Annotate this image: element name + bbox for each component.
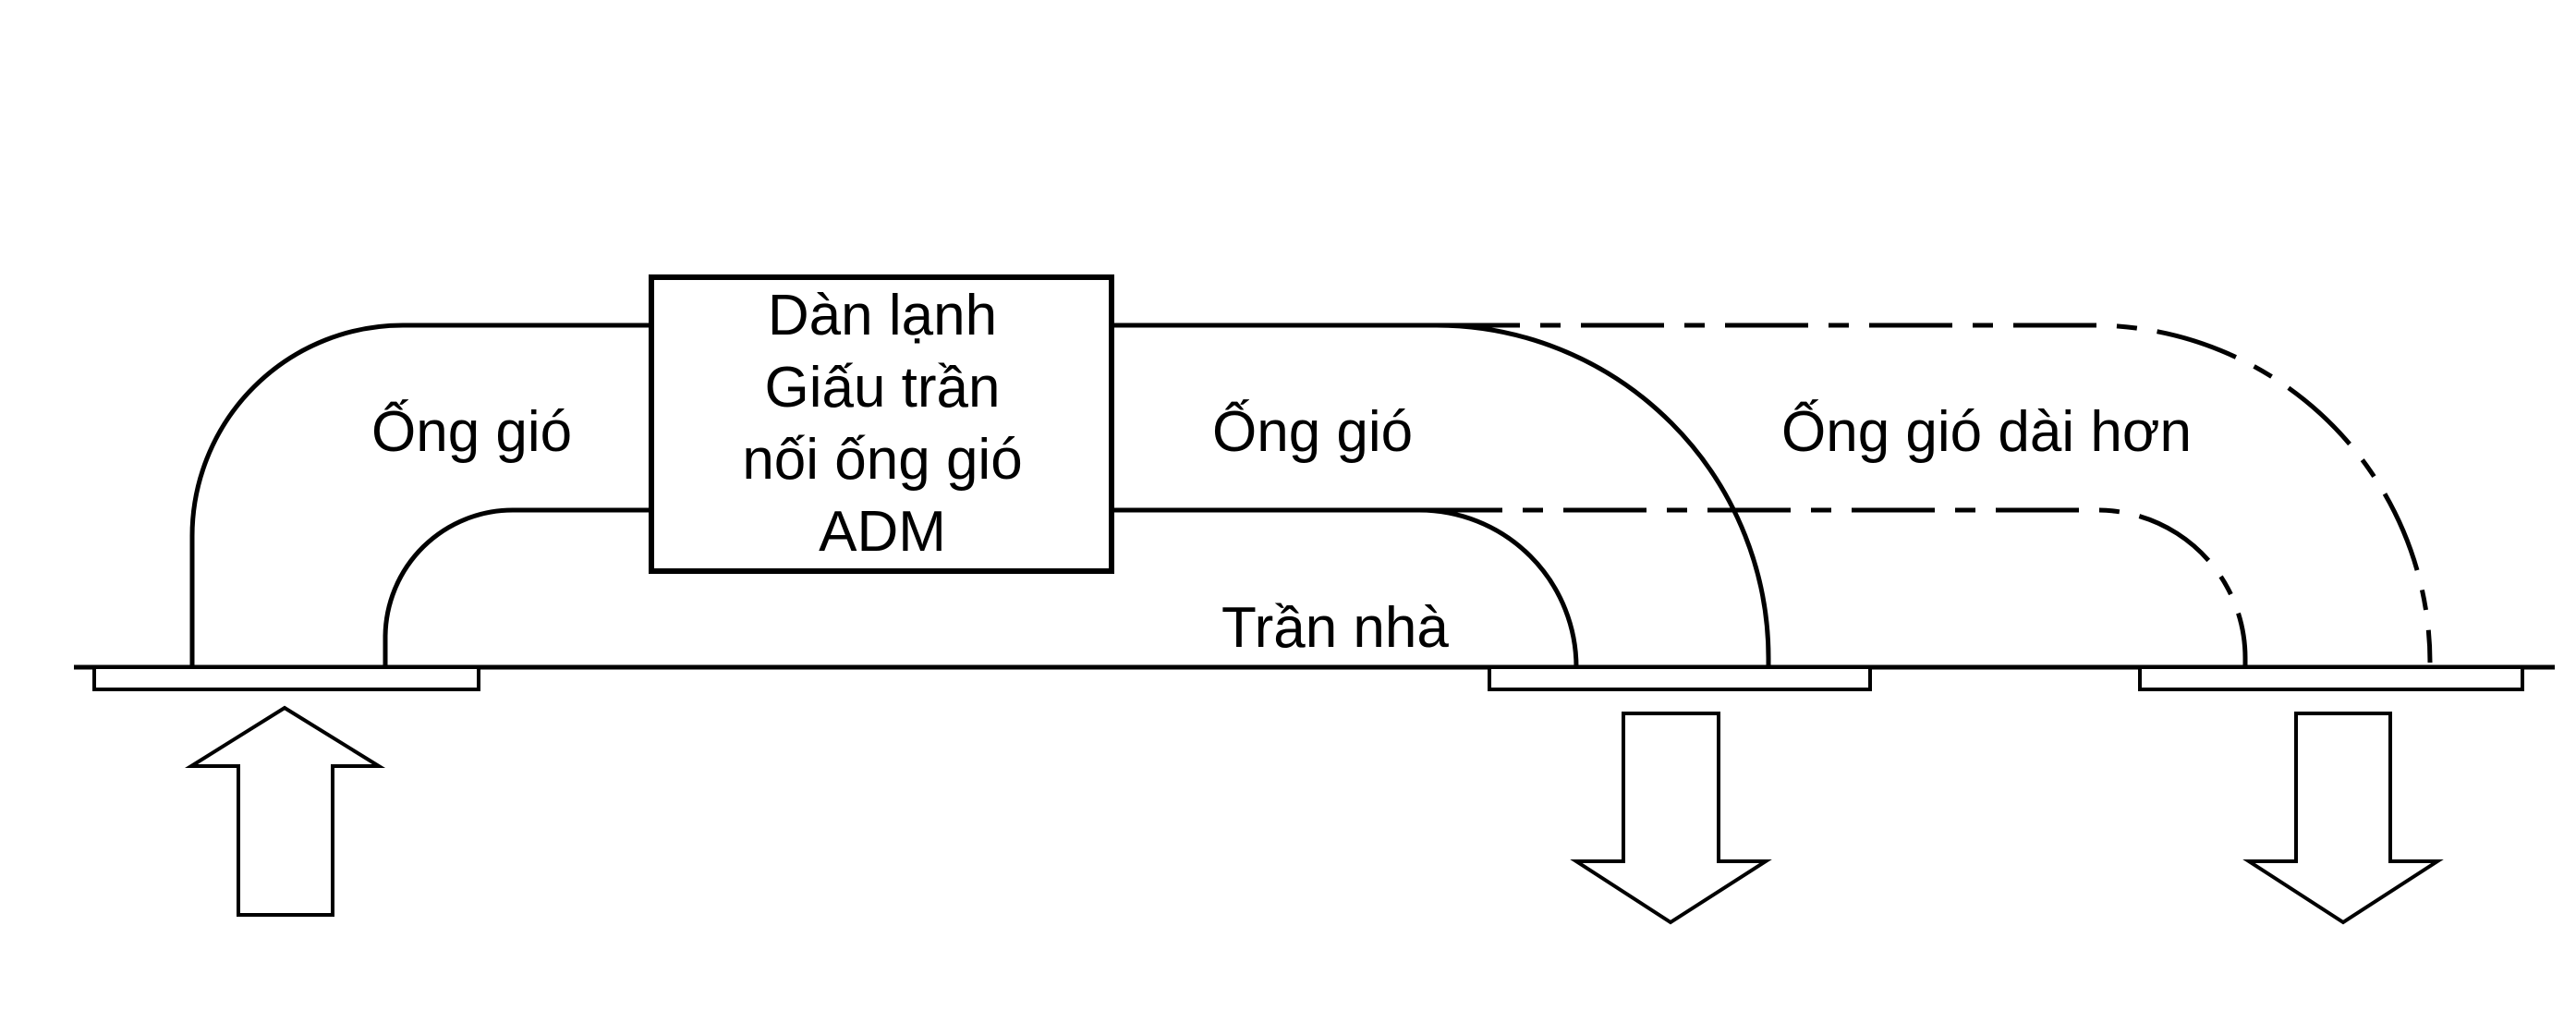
unit-label-line-3: nối ống gió — [742, 428, 1022, 492]
supply-grille-far — [2138, 665, 2524, 691]
supply-grille — [1488, 665, 1872, 691]
supply-duct-outer — [1112, 323, 1771, 665]
supply-duct-label: Ống gió — [1212, 400, 1413, 464]
intake-duct-label: Ống gió — [371, 400, 572, 464]
intake-duct-inner — [383, 507, 651, 665]
unit-label-line-1: Dàn lạnh — [768, 284, 997, 347]
longer-duct-outer — [1437, 323, 2433, 664]
ceiling-label: Trần nhà — [1221, 596, 1449, 660]
longer-duct-inner — [1419, 507, 2248, 665]
unit-label-line-4: ADM — [819, 500, 946, 564]
intake-duct-outer — [189, 323, 651, 665]
supply-arrow-down-icon — [1570, 712, 1772, 925]
supply-far-arrow-down-icon — [2242, 712, 2444, 925]
longer-duct-label: Ống gió dài hơn — [1781, 400, 2192, 464]
intake-grille — [92, 665, 480, 691]
indoor-unit-box — [649, 274, 1114, 574]
unit-label-line-2: Giấu trần — [764, 356, 1000, 420]
intake-arrow-up-icon — [185, 705, 386, 917]
